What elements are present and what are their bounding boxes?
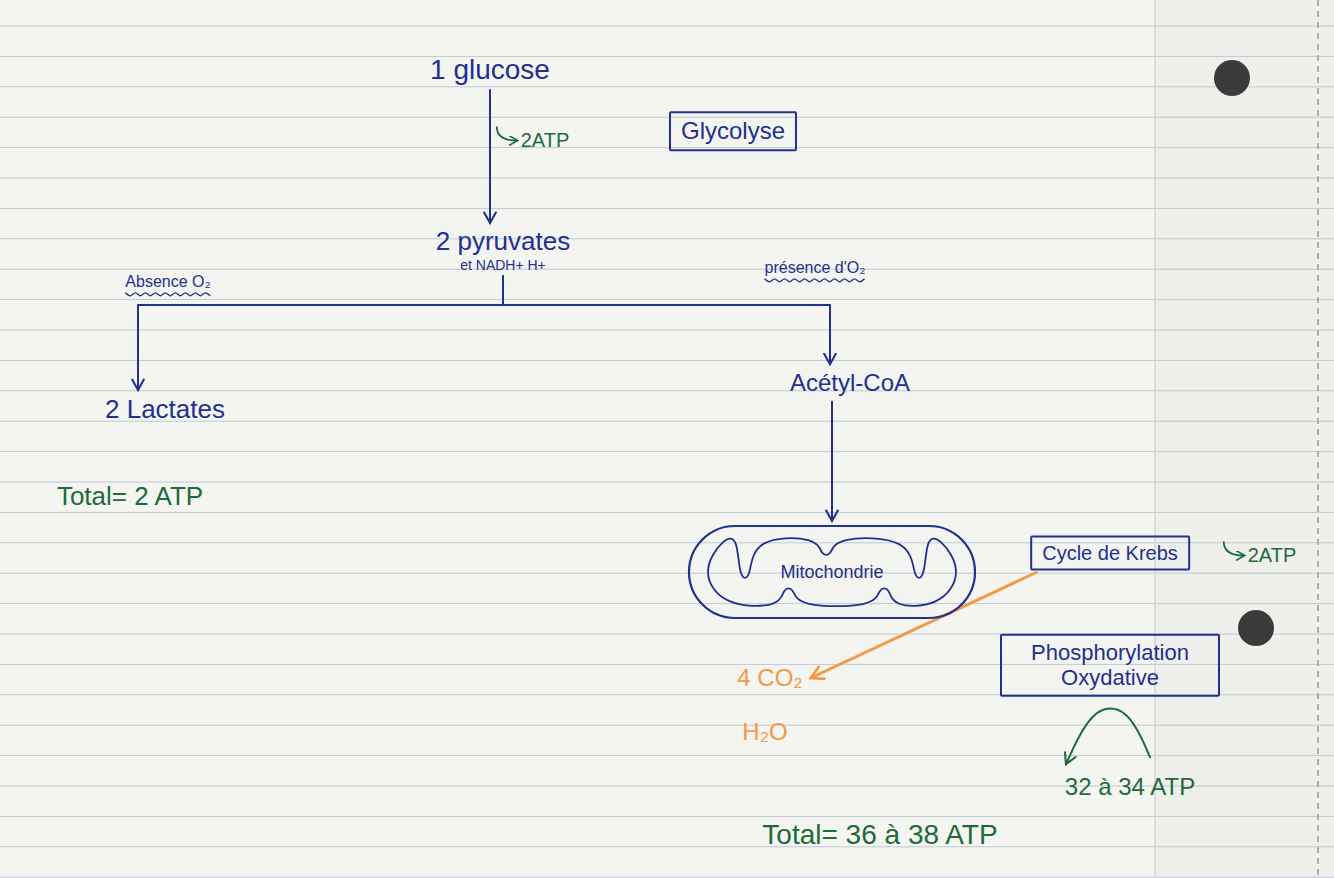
binder-hole (1214, 60, 1250, 96)
flow-arrow (489, 90, 491, 223)
term-node: Acétyl-CoA (790, 369, 910, 397)
ruled-line (0, 269, 1334, 270)
ruled-line (0, 846, 1334, 847)
ruled-line (0, 299, 1334, 300)
ruled-line (0, 877, 1334, 878)
node-text: Mitochondrie (780, 562, 883, 583)
paper-margin (1155, 0, 1334, 878)
ruled-line (0, 573, 1334, 574)
organelle-shape: Mitochondrie (687, 524, 977, 620)
ruled-line (0, 390, 1334, 391)
term-node: 4 CO₂ (737, 664, 802, 692)
wavy-underline (125, 293, 210, 296)
node-subtext: et NADH+ H+ (436, 257, 570, 273)
flow-arrow (503, 276, 830, 364)
decorations (125, 127, 1243, 556)
ruled-line (0, 512, 1334, 513)
ruled-line (0, 816, 1334, 817)
flow-arrow (831, 402, 833, 521)
binder-hole (1238, 610, 1274, 646)
flow-arrow (1066, 709, 1150, 765)
yield-hook (497, 127, 517, 141)
term-node: 2 pyruvateset NADH+ H+ (436, 227, 570, 273)
ruled-line (0, 208, 1334, 209)
node-text: 1 glucose (430, 54, 550, 86)
process-box: Phosphorylation Oxydative (1000, 634, 1220, 697)
yield-hook (1224, 542, 1244, 556)
note-label: 2ATP (1248, 544, 1297, 567)
node-text: Phosphorylation Oxydative (1012, 640, 1208, 691)
node-text: 32 à 34 ATP (1065, 773, 1195, 801)
ruled-line (0, 117, 1334, 118)
ruled-line (0, 238, 1334, 239)
ruled-line (0, 755, 1334, 756)
outer-membrane (689, 526, 975, 618)
term-node: 2 Lactates (105, 395, 225, 425)
ruled-line (0, 147, 1334, 148)
ruled-line (0, 451, 1334, 452)
note-label: H₂O (742, 718, 787, 746)
inner-membrane (708, 538, 956, 606)
ruled-line (0, 178, 1334, 179)
node-text: Cycle de Krebs (1042, 542, 1178, 565)
process-box: Glycolyse (669, 111, 797, 151)
edge-label: 2ATP (521, 129, 570, 152)
perforation (1317, 0, 1319, 878)
node-text: Acétyl-CoA (790, 369, 910, 397)
ruled-line (0, 603, 1334, 604)
note-label: Total= 36 à 38 ATP (762, 819, 997, 851)
term-node: 1 glucose (430, 54, 550, 86)
node-text: 2 pyruvates (436, 227, 570, 257)
edge-label: Absence O₂ (125, 273, 210, 291)
ruled-line (0, 56, 1334, 57)
flow-arrow (811, 573, 1037, 679)
wavy-underline (765, 279, 865, 282)
process-box: Cycle de Krebs (1030, 536, 1190, 571)
term-node: 32 à 34 ATP (1065, 773, 1195, 801)
ruled-line (0, 330, 1334, 331)
node-text: 2 Lactates (105, 395, 225, 425)
flow-arrow (138, 276, 503, 390)
edge-label: présence d'O₂ (765, 259, 866, 277)
ruled-line (0, 360, 1334, 361)
ruled-line (0, 86, 1334, 87)
note-label: Total= 2 ATP (57, 482, 203, 512)
ruled-line (0, 26, 1334, 27)
node-text: 4 CO₂ (737, 664, 802, 692)
page-edge (1154, 0, 1156, 878)
node-text: Glycolyse (681, 117, 785, 145)
ruled-lines (0, 26, 1334, 877)
